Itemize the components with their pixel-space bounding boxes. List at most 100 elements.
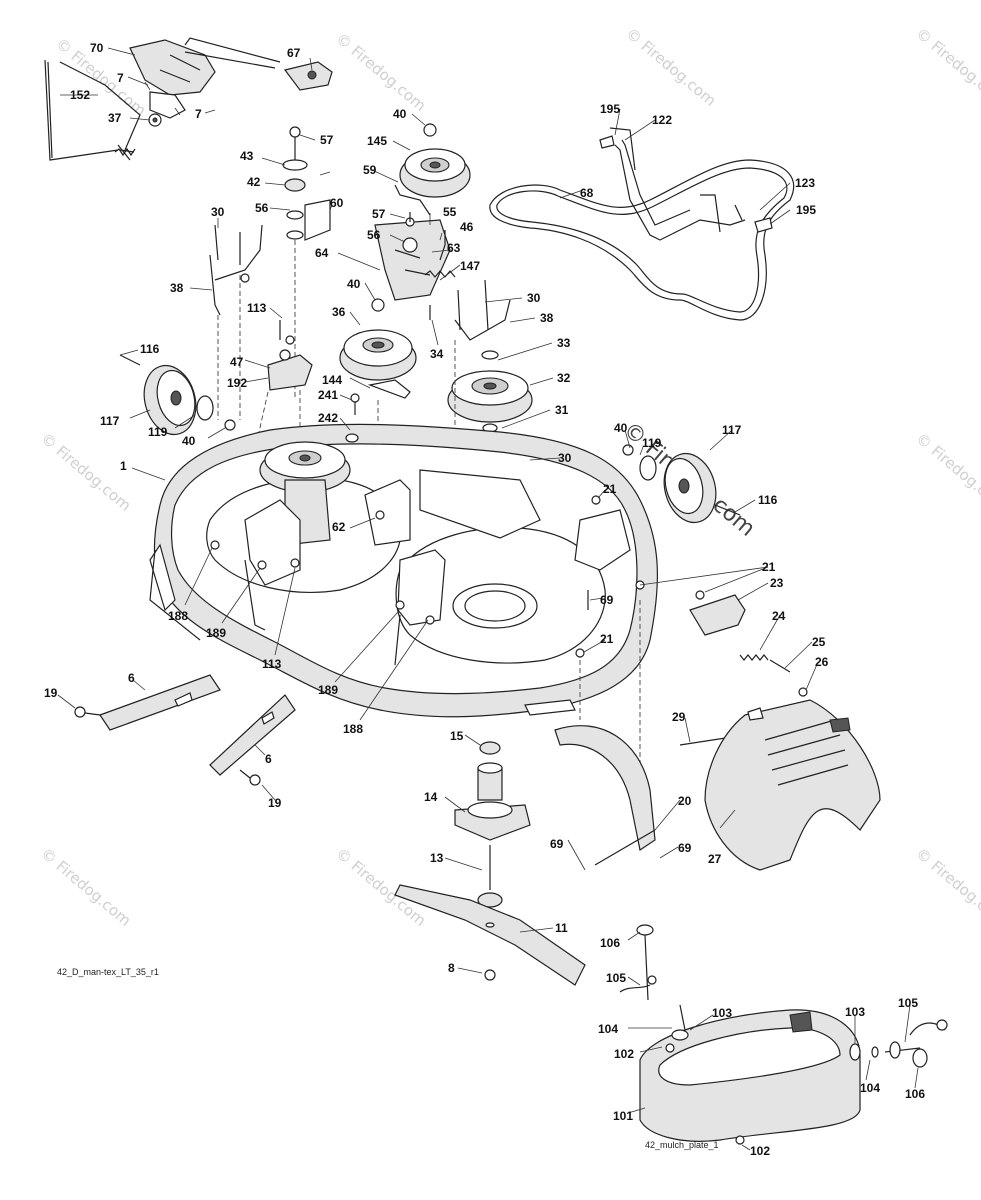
- part-label: 25: [812, 635, 826, 649]
- watermark: © Firedog.com: [912, 429, 981, 514]
- spindle-assembly: [454, 741, 531, 908]
- part-label: 46: [460, 220, 474, 234]
- pulley-32: [429, 279, 533, 590]
- part-label: 8: [448, 961, 455, 975]
- part-label: 122: [652, 113, 672, 127]
- part-label: 102: [750, 1144, 770, 1158]
- part-label: 105: [898, 996, 918, 1010]
- part-label: 55: [443, 205, 457, 219]
- deck-brackets: [210, 479, 446, 666]
- part-label: 11: [555, 921, 568, 935]
- blade-11: [394, 884, 586, 986]
- left-idler-stack: [282, 126, 331, 400]
- part-label: 19: [44, 686, 58, 700]
- part-label: 192: [227, 376, 247, 390]
- watermark: © Firedog.com: [622, 24, 719, 109]
- left-rod-38: [209, 224, 263, 420]
- part-label: 57: [372, 207, 386, 221]
- part-label: 40: [614, 421, 628, 435]
- part-label: 195: [796, 203, 816, 217]
- part-label: 119: [148, 425, 168, 439]
- part-label: 60: [330, 196, 344, 210]
- part-label: 24: [772, 609, 786, 623]
- part-label: 69: [678, 841, 692, 855]
- part-label: 103: [712, 1006, 732, 1020]
- part-label: 32: [557, 371, 571, 385]
- part-label: 188: [168, 609, 188, 623]
- part-label: 21: [603, 482, 617, 496]
- part-label: 241: [318, 388, 338, 402]
- part-label: 31: [555, 403, 569, 417]
- part-label: 40: [182, 434, 196, 448]
- part-label: 117: [100, 414, 120, 428]
- part-label: 6: [128, 671, 135, 685]
- part-label: 7: [117, 71, 124, 85]
- part-label: 70: [90, 41, 104, 55]
- part-label: 116: [140, 342, 160, 356]
- part-label: 195: [600, 102, 620, 116]
- part-label: 104: [860, 1081, 880, 1095]
- part-label: 36: [332, 305, 346, 319]
- part-label: 123: [795, 176, 815, 190]
- part-label: 67: [287, 46, 301, 60]
- part-label: 43: [240, 149, 254, 163]
- part-label: 42: [247, 175, 261, 189]
- part-label: 26: [815, 655, 829, 669]
- arm-6-left: [74, 674, 221, 731]
- part-label: 101: [613, 1109, 633, 1123]
- part-label: 33: [557, 336, 571, 350]
- lift-assembly: [44, 37, 333, 161]
- part-label: 21: [762, 560, 776, 574]
- idler-pulley-145: [394, 123, 471, 216]
- part-label: 113: [262, 657, 282, 671]
- part-label: 19: [268, 796, 282, 810]
- part-label: 1: [120, 459, 127, 473]
- part-label: 62: [332, 520, 346, 534]
- mulch-diagram-caption: 42_mulch_plate_1: [645, 1140, 719, 1150]
- part-label: 56: [255, 201, 269, 215]
- baffle-20: [554, 725, 656, 866]
- part-label: 34: [430, 347, 444, 361]
- part-label: 69: [550, 837, 564, 851]
- mulch-hardware-left: [619, 924, 689, 1041]
- part-label: 13: [430, 851, 444, 865]
- part-label: 103: [845, 1005, 865, 1019]
- part-label: 30: [527, 291, 541, 305]
- mulch-plate-101: [639, 1009, 861, 1145]
- part-label: 21: [600, 632, 614, 646]
- part-label: 69: [600, 593, 614, 607]
- part-label: 40: [347, 277, 361, 291]
- part-label: 40: [393, 107, 407, 121]
- part-label: 104: [598, 1022, 618, 1036]
- part-label: 189: [206, 626, 226, 640]
- part-label: 119: [642, 436, 662, 450]
- part-label: 30: [558, 451, 572, 465]
- part-label: 106: [905, 1087, 925, 1101]
- part-label: 113: [247, 301, 267, 315]
- part-label: 57: [320, 133, 334, 147]
- part-label: 6: [265, 752, 272, 766]
- part-label: 63: [447, 241, 461, 255]
- part-label: 7: [195, 107, 202, 121]
- deck-spindle-pulley: [244, 441, 351, 631]
- part-label: 117: [722, 423, 742, 437]
- part-label: 105: [606, 971, 626, 985]
- part-label: 15: [450, 729, 464, 743]
- right-gauge-wheel: [622, 444, 741, 524]
- watermark: © Firedog.com: [912, 844, 981, 929]
- part-label: 27: [708, 852, 722, 866]
- pivot-bracket: [304, 199, 456, 301]
- part-label: 145: [367, 134, 387, 148]
- part-label: 102: [614, 1047, 634, 1061]
- watermark: © Firedog.com: [912, 24, 981, 109]
- belt-assembly: [489, 127, 795, 321]
- mower-deck: [149, 423, 659, 718]
- part-label: 152: [70, 88, 90, 102]
- part-label: 14: [424, 790, 438, 804]
- part-label: 56: [367, 228, 381, 242]
- part-label: 38: [540, 311, 554, 325]
- part-label: 189: [318, 683, 338, 697]
- watermark: © Firedog.com: [332, 844, 429, 929]
- leader-lines: [57, 47, 919, 1151]
